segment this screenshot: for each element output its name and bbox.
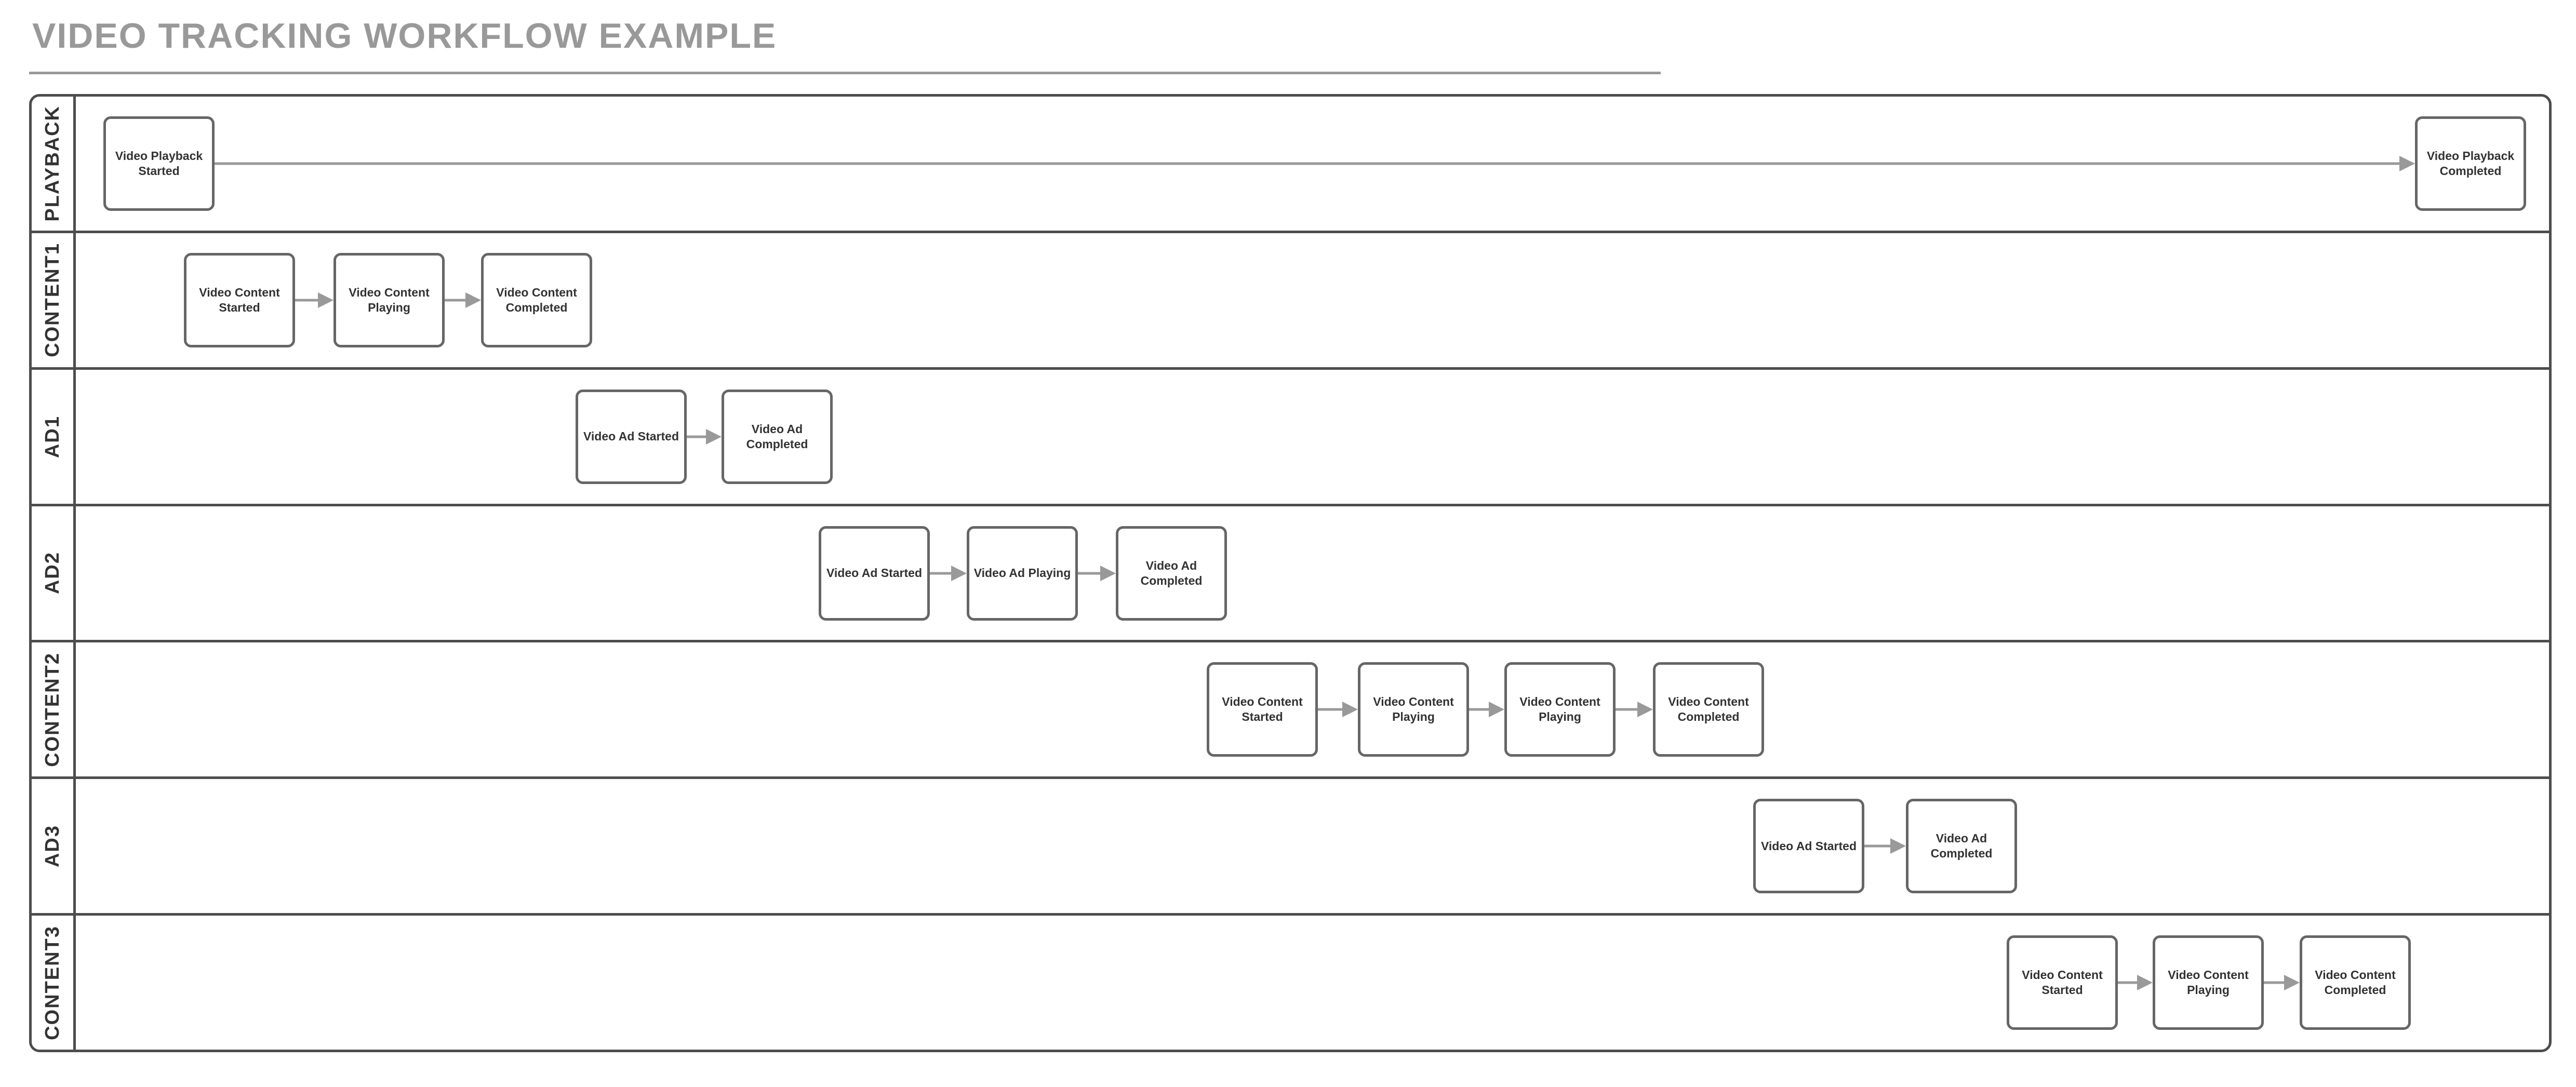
lane-label: AD3 [41, 825, 63, 868]
flow-node: Video Ad Completed [1906, 799, 2017, 894]
flow-node: Video Ad Started [1753, 799, 1864, 894]
lane-label: PLAYBACK [41, 105, 63, 222]
edge-arrowhead-icon [2284, 975, 2300, 991]
edge-line [1864, 844, 1892, 848]
edge-line [687, 435, 708, 438]
lane-content: Video Ad Started Video Ad Completed [76, 779, 2549, 913]
edge-arrowhead-icon [1489, 702, 1504, 718]
flow-node-label: Video Ad Started [826, 566, 923, 580]
flow-node: Video Playback Started [103, 116, 215, 211]
title-underline [29, 72, 1661, 74]
edge-arrowhead-icon [2399, 155, 2415, 171]
flow-node: Video Content Playing [333, 252, 445, 347]
flow-node-label: Video Content Started [1222, 695, 1303, 724]
flow-node: Video Ad Playing [967, 526, 1078, 621]
lane-label: AD2 [41, 552, 63, 595]
lane-header-content1: CONTENT1 [32, 233, 76, 367]
lane-header-ad3: AD3 [32, 779, 76, 914]
flow-node-label: Video Content Playing [1519, 695, 1600, 724]
flow-node-label: Video Content Playing [1373, 695, 1454, 724]
edge-arrowhead-icon [1342, 702, 1358, 718]
edge-line [1616, 708, 1639, 711]
lane-label: CONTENT1 [41, 243, 63, 358]
lane-content: Video Content Started Video Content Playi… [76, 233, 2549, 367]
flow-node: Video Content Completed [481, 252, 592, 347]
edge-arrowhead-icon [1100, 565, 1116, 581]
lane-header-playback: PLAYBACK [32, 97, 76, 231]
edge-arrowhead-icon [951, 565, 967, 581]
flow-node-label: Video Content Started [199, 285, 280, 314]
edge-arrowhead-icon [1890, 838, 1906, 854]
lane-label: AD1 [41, 415, 63, 458]
flow-node-label: Video Ad Completed [746, 422, 808, 451]
flow-node: Video Content Playing [1358, 662, 1469, 757]
flow-node-label: Video Ad Completed [1930, 831, 1993, 861]
flow-node: Video Content Completed [2300, 935, 2411, 1030]
lane-content: Video Ad Started Video Ad Playing Video Ad… [76, 506, 2549, 640]
swimlane-ad3: AD3 Video Ad Started Video Ad Completed [32, 776, 2549, 914]
lane-content: Video Ad Started Video Ad Completed [76, 370, 2549, 504]
lane-label: CONTENT3 [41, 925, 63, 1040]
flow-node-label: Video Content Completed [1668, 695, 1749, 724]
swimlane-ad1: AD1 Video Ad Started Video Ad Completed [32, 367, 2549, 504]
edge-arrowhead-icon [465, 292, 481, 308]
flow-node: Video Ad Completed [1116, 526, 1227, 621]
flow-node-label: Video Playback Completed [2426, 149, 2515, 178]
edge-line [930, 572, 953, 574]
edge-line [2118, 981, 2139, 984]
lane-header-ad1: AD1 [32, 369, 76, 504]
flow-node: Video Ad Completed [722, 389, 833, 484]
edge-line [1469, 708, 1491, 711]
lane-content: Video Content Started Video Content Playi… [76, 642, 2549, 776]
flow-node-label: Video Content Playing [349, 285, 430, 314]
flow-node-label: Video Content Completed [496, 285, 577, 314]
edge-arrowhead-icon [706, 428, 722, 445]
flow-node-label: Video Content Started [2022, 968, 2103, 997]
diagram-title: VIDEO TRACKING WORKFLOW EXAMPLE [32, 16, 777, 56]
flow-node-label: Video Ad Completed [1140, 558, 1203, 587]
edge-line [2264, 981, 2286, 984]
flow-node-label: Video Playback Started [115, 149, 203, 178]
lane-label: CONTENT2 [41, 652, 63, 767]
flow-node: Video Content Playing [2153, 935, 2264, 1030]
edge-line [1078, 572, 1102, 574]
edge-line [1318, 708, 1344, 711]
edge-line [295, 299, 320, 302]
flow-node: Video Ad Started [819, 526, 930, 621]
lane-content: Video Content Started Video Content Playi… [76, 916, 2549, 1050]
edge-line [445, 299, 468, 302]
lane-header-content2: CONTENT2 [32, 642, 76, 777]
edge-line [215, 162, 2401, 165]
flow-node: Video Content Started [184, 252, 295, 347]
flow-node: Video Playback Completed [2415, 116, 2526, 211]
lane-header-content3: CONTENT3 [32, 916, 76, 1050]
flow-node-label: Video Content Completed [2315, 968, 2396, 997]
lane-header-ad2: AD2 [32, 506, 76, 640]
flow-node: Video Content Started [1207, 662, 1318, 757]
flow-node-label: Video Content Playing [2168, 968, 2249, 997]
flow-node-label: Video Ad Playing [973, 566, 1071, 580]
flow-node: Video Ad Started [576, 389, 687, 484]
edge-arrowhead-icon [318, 292, 333, 308]
flow-node-label: Video Ad Started [583, 430, 679, 444]
lane-content: Video Playback Started Video Playback Com… [76, 97, 2549, 231]
edge-arrowhead-icon [2137, 975, 2153, 991]
edge-arrowhead-icon [1637, 702, 1653, 718]
flow-node: Video Content Playing [1504, 662, 1616, 757]
flow-node: Video Content Started [2007, 935, 2118, 1030]
flow-node: Video Content Completed [1653, 662, 1764, 757]
flow-node-label: Video Ad Started [1760, 839, 1857, 853]
